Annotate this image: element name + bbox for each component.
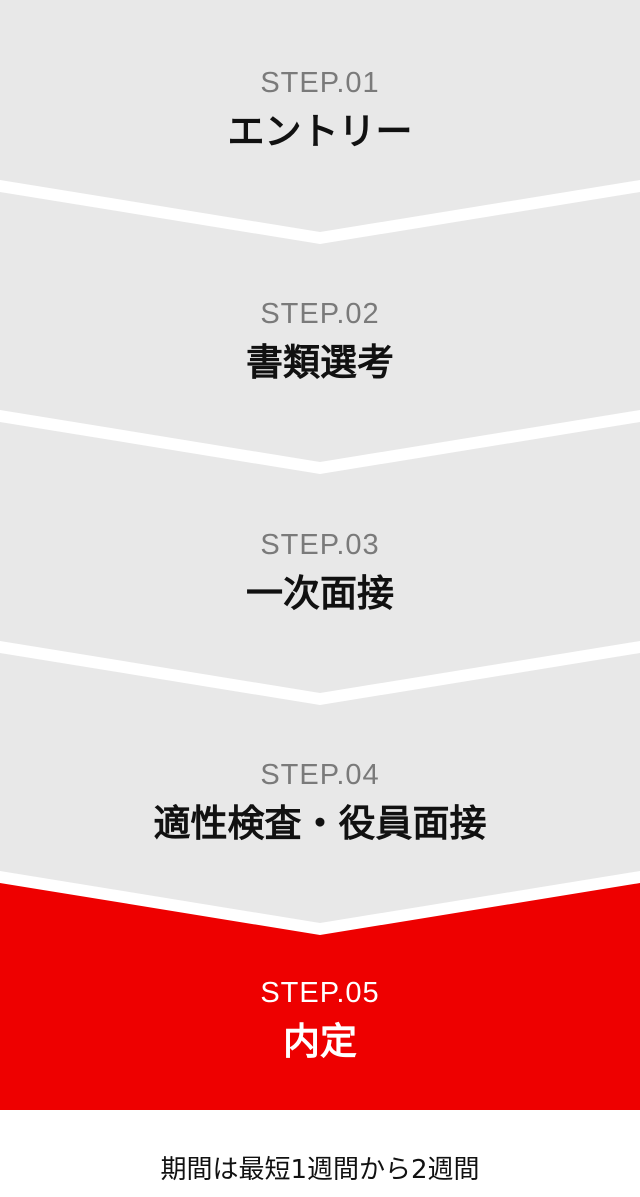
recruitment-flow: STEP.01 エントリー STEP.02 書類選考 STEP.03 一次面接 … [0,0,640,1110]
step-1: STEP.01 エントリー [0,66,640,156]
step-4: STEP.04 適性検査・役員面接 [0,758,640,848]
duration-note: 期間は最短1週間から2週間 [160,1155,480,1185]
step-5: STEP.05 内定 [0,976,640,1066]
flow-background [0,0,640,1110]
step-2-title: 書類選考 [246,341,394,384]
step-3-label: STEP.03 [260,529,380,561]
step-5-title: 内定 [283,1020,357,1063]
step-4-label: STEP.04 [260,759,380,791]
step-5-band [0,883,640,1110]
step-2-band [0,192,640,462]
step-4-title: 適性検査・役員面接 [153,802,487,845]
step-1-title: エントリー [227,110,413,153]
step-1-band [0,0,640,232]
step-2-label: STEP.02 [260,298,380,330]
step-3-band [0,422,640,693]
step-1-label: STEP.01 [260,67,380,99]
step-4-band [0,653,640,923]
step-2: STEP.02 書類選考 [0,297,640,387]
step-5-label: STEP.05 [260,977,380,1009]
step-3: STEP.03 一次面接 [0,528,640,618]
step-3-title: 一次面接 [246,572,394,615]
